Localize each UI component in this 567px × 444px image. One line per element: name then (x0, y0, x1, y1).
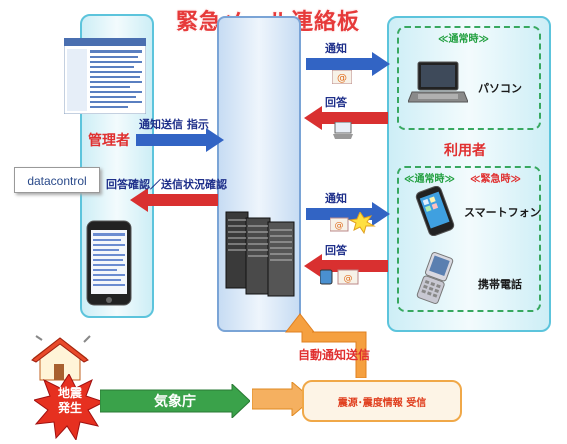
reply-arrow-1 (304, 106, 388, 130)
notify-arrow-1 (306, 52, 390, 76)
earthquake-text: 地震 発生 (50, 386, 90, 416)
reply-label-1: 回答 (325, 96, 347, 109)
earthquake-burst-icon (34, 374, 104, 440)
receive-box: 震源･震度情報 受信 (302, 380, 462, 422)
admin-label: 管理者 (88, 133, 130, 149)
mobile-phone-icon (416, 252, 454, 304)
notify-arrow-2 (306, 202, 390, 226)
smartphone-label: スマートフォン (464, 206, 541, 219)
svg-text:@: @ (337, 73, 347, 84)
mobile-label: 携帯電話 (478, 278, 522, 291)
mail-icon-3: @ (320, 269, 359, 285)
emergency-mode-label: ≪緊急時≫ (470, 174, 521, 185)
laptop-icon (408, 61, 468, 103)
logo-text: datacontrol (27, 174, 87, 188)
send-instruction-arrow (136, 128, 224, 152)
earthquake-line-1: 地震 (57, 386, 82, 400)
admin-smartphone-icon (86, 220, 132, 306)
auto-send-arrow (284, 313, 367, 378)
send-instruction-label: 通知送信 指示 (139, 118, 209, 131)
normal-mode-box (397, 26, 541, 130)
smartphone-icon (415, 186, 455, 236)
house-icon (31, 335, 91, 381)
agency-label: 気象庁 (154, 394, 196, 410)
confirm-arrow (130, 188, 218, 212)
datacontrol-logo: datacontrol (14, 167, 100, 193)
reply-label-2: 回答 (325, 244, 347, 257)
svg-text:@: @ (344, 274, 353, 284)
confirm-label: 回答確認／送信状況確認 (106, 178, 227, 191)
auto-send-label: 自動通知送信 (298, 348, 371, 362)
pc-reply-icon (333, 122, 353, 139)
users-panel (387, 16, 551, 332)
mail-icon-1: @ (332, 70, 352, 84)
pc-label: パソコン (478, 82, 522, 95)
svg-text:@: @ (335, 221, 344, 231)
normal-mode-label-2: ≪通常時≫ (404, 174, 455, 185)
admin-screen-icon (64, 38, 146, 114)
notify-label-1: 通知 (325, 42, 347, 55)
users-label: 利用者 (444, 143, 486, 159)
receive-label: 震源･震度情報 受信 (337, 398, 427, 409)
mail-icon-2: @ (330, 212, 376, 234)
agency-arrow (100, 384, 250, 418)
server-icon (225, 211, 295, 297)
earthquake-line-2: 発生 (57, 401, 82, 415)
mobile-mode-box (397, 166, 541, 312)
notify-label-2: 通知 (325, 192, 347, 205)
normal-mode-label: ≪通常時≫ (438, 34, 489, 45)
